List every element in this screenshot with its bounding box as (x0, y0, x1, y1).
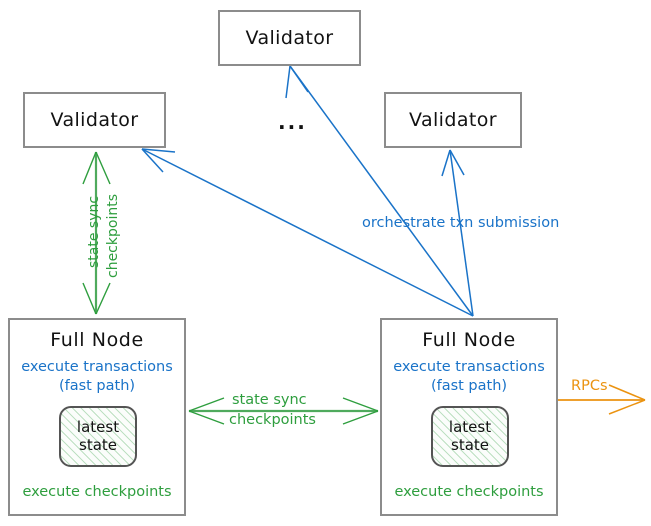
edge-fullnode-to-validator-left (141, 148, 474, 317)
fullnode-left[interactable]: Full Node execute transactions (fast pat… (8, 318, 186, 516)
fullnode-right-execute-line1: execute transactions (393, 359, 545, 375)
validator-node-right[interactable]: Validator (384, 92, 522, 148)
edge-label-rpcs: RPCs (571, 378, 608, 394)
edge-label-orchestrate: orchestrate txn submission (362, 215, 560, 231)
edge-label-state-sync-vertical-line2: checkpoints (105, 194, 121, 278)
edge-fullnode-to-validator-right (441, 149, 474, 317)
validator-node-left[interactable]: Validator (23, 92, 166, 148)
fullnode-right-latest-state[interactable]: latest state (431, 406, 509, 467)
fullnode-left-execute-line2: (fast path) (58, 377, 136, 394)
fullnode-right-state-line2: state (451, 435, 489, 454)
fullnode-left-state-line2: state (79, 435, 117, 454)
edge-label-state-sync-horizontal-line1: state sync (232, 392, 307, 408)
fullnode-left-title: Full Node (50, 329, 144, 351)
fullnode-left-latest-state[interactable]: latest state (59, 406, 137, 467)
fullnode-left-state-line1: latest (76, 417, 120, 436)
edge-label-state-sync-horizontal-line2: checkpoints (229, 412, 316, 428)
validator-node-top[interactable]: Validator (218, 10, 361, 66)
fullnode-right-execute-line2: (fast path) (430, 377, 508, 394)
edge-label-state-sync-vertical-line1: state sync (86, 195, 102, 268)
validator-right-label: Validator (409, 109, 497, 131)
validator-top-label: Validator (245, 27, 334, 49)
fullnode-left-checkpoints: execute checkpoints (22, 484, 172, 500)
fullnode-right[interactable]: Full Node execute transactions (fast pat… (380, 318, 558, 516)
validators-ellipsis: ... (278, 110, 307, 134)
fullnode-right-title: Full Node (422, 329, 516, 351)
fullnode-right-state-line1: latest (448, 417, 492, 436)
fullnode-right-checkpoints: execute checkpoints (394, 484, 544, 500)
validator-left-label: Validator (50, 109, 139, 131)
fullnode-left-execute-line1: execute transactions (21, 359, 173, 375)
